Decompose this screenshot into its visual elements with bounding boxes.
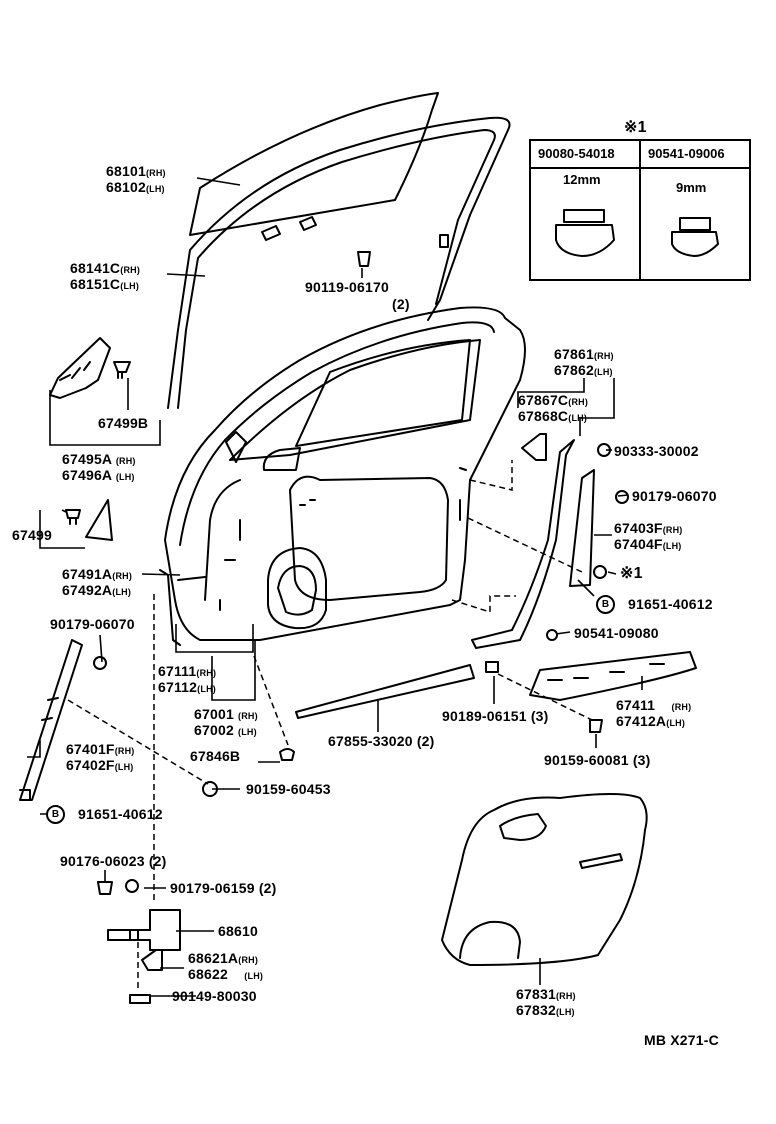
label-67861: 67861(RH) bbox=[554, 346, 614, 362]
inset-part-number-2: 90541-09006 bbox=[648, 146, 725, 161]
label-90179-06070-left: 90179-06070 bbox=[50, 616, 135, 632]
label-67112: 67112(LH) bbox=[158, 679, 216, 695]
belt-moulding bbox=[295, 664, 475, 719]
door-shell bbox=[159, 306, 526, 646]
label-90159-60081: 90159-60081 (3) bbox=[544, 752, 651, 768]
label-67855-33020: 67855-33020 (2) bbox=[328, 733, 435, 749]
glass-run-channel bbox=[167, 116, 511, 409]
bolt-mark-right: B bbox=[596, 595, 615, 614]
dashed-leaders bbox=[67, 460, 593, 990]
label-68622: 68622 (LH) bbox=[188, 966, 264, 982]
label-90541-09080: 90541-09080 bbox=[574, 625, 659, 641]
window-regulator bbox=[485, 629, 697, 733]
label-67867C: 67867C(RH) bbox=[518, 392, 589, 408]
label-67404F: 67404F(LH) bbox=[614, 536, 682, 552]
label-91651-40612-right: 91651-40612 bbox=[628, 596, 713, 612]
inset-size-2: 9mm bbox=[676, 180, 707, 195]
corner-cover bbox=[49, 337, 111, 399]
label-67832: 67832(LH) bbox=[516, 1002, 575, 1018]
label-67412A: 67412A(LH) bbox=[616, 713, 686, 729]
inset-part-number-1: 90080-54018 bbox=[538, 146, 615, 161]
label-68101: 68101(RH) bbox=[106, 163, 166, 179]
front-run-channel bbox=[19, 639, 83, 801]
label-90176-06023: 90176-06023 (2) bbox=[60, 853, 167, 869]
label-67401F: 67401F(RH) bbox=[66, 741, 135, 757]
label-68610: 68610 bbox=[218, 923, 258, 939]
label-90189-06151: 90189-06151 (3) bbox=[442, 708, 549, 724]
label-90119-06170: 90119-06170 bbox=[305, 279, 389, 295]
label-90149-80030: 90149-80030 bbox=[172, 988, 257, 1004]
label-68102: 68102(LH) bbox=[106, 179, 165, 195]
clip-67499 bbox=[65, 509, 81, 525]
label-67846B: 67846B bbox=[190, 748, 241, 764]
door-glass bbox=[189, 92, 439, 241]
label-67868C: 67868C(LH) bbox=[518, 408, 588, 424]
bolt-mark-left: B bbox=[46, 805, 65, 824]
label-68151C: 68151C(LH) bbox=[70, 276, 140, 292]
inset-box bbox=[529, 139, 751, 281]
label-68621A: 68621A(RH) bbox=[188, 950, 259, 966]
rear-sash bbox=[471, 439, 575, 649]
label-91651-40612-left: 91651-40612 bbox=[78, 806, 163, 822]
label-67402F: 67402F(LH) bbox=[66, 757, 134, 773]
ref-mark-1: ※1 bbox=[620, 565, 643, 582]
corner-clip bbox=[113, 361, 131, 379]
label-67831: 67831(RH) bbox=[516, 986, 576, 1002]
label-90119-qty: (2) bbox=[392, 296, 410, 312]
label-67862: 67862(LH) bbox=[554, 362, 613, 378]
label-67499: 67499 bbox=[12, 527, 52, 543]
label-67495A: 67495A (RH) bbox=[62, 451, 136, 467]
label-67491A: 67491A(RH) bbox=[62, 566, 133, 582]
label-90159-60453: 90159-60453 bbox=[246, 781, 331, 797]
label-67403F: 67403F(RH) bbox=[614, 520, 683, 536]
label-67499B: 67499B bbox=[98, 415, 149, 431]
label-67111: 67111(RH) bbox=[158, 663, 217, 679]
door-trim-panel bbox=[441, 793, 648, 966]
reference-code: MB X271-C bbox=[644, 1032, 719, 1048]
label-67496A: 67496A (LH) bbox=[62, 467, 135, 483]
label-67411: 67411 (RH) bbox=[616, 697, 692, 713]
label-90333-30002: 90333-30002 bbox=[614, 443, 699, 459]
hinge-bolt bbox=[97, 879, 151, 1004]
door-hinge bbox=[107, 909, 181, 971]
label-67492A: 67492A(LH) bbox=[62, 582, 132, 598]
inset-clip-9mm bbox=[671, 217, 719, 257]
inset-clip-12mm bbox=[555, 209, 615, 257]
label-67001: 67001 (RH) bbox=[194, 706, 258, 722]
label-90179-06159: 90179-06159 (2) bbox=[170, 880, 277, 896]
label-90179-06070-right: 90179-06070 bbox=[632, 488, 717, 504]
label-68141C: 68141C(RH) bbox=[70, 260, 141, 276]
leader-lines bbox=[27, 177, 643, 997]
inset-title: ※1 bbox=[624, 119, 647, 136]
label-67002: 67002 (LH) bbox=[194, 722, 257, 738]
corner-piece-67491A bbox=[85, 499, 113, 541]
inset-size-1: 12mm bbox=[563, 172, 601, 187]
